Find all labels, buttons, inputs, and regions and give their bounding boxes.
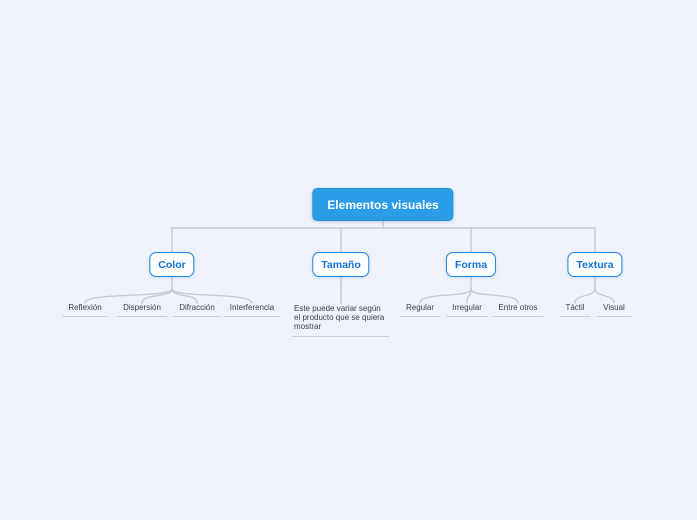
connector-color-leaf2 [141, 288, 173, 304]
connector-color-leaf3 [171, 288, 198, 304]
leaf-node-regular[interactable]: Regular [399, 303, 441, 317]
root-node-elementos-visuales[interactable]: Elementos visuales [312, 188, 454, 221]
leaf-node-visual[interactable]: Visual [597, 303, 631, 317]
leaf-node-interferencia[interactable]: Interferencia [223, 303, 281, 317]
branch-node-forma[interactable]: Forma [445, 252, 497, 277]
leaf-node-difraccion[interactable]: Difracción [173, 303, 221, 317]
connector-forma-leaf1 [419, 288, 472, 304]
connector-forma-leaf2 [466, 288, 472, 304]
leaf-node-reflexion[interactable]: Reflexión [62, 303, 108, 317]
leaf-node-tactil[interactable]: Táctil [559, 303, 591, 317]
branch-node-color[interactable]: Color [149, 252, 195, 277]
leaf-node-entre-otros[interactable]: Entre otros [492, 303, 544, 317]
branch-node-tamano[interactable]: Tamaño [312, 252, 370, 277]
branch-node-textura[interactable]: Textura [567, 252, 623, 277]
connector-color-leaf4 [171, 288, 253, 304]
leaf-node-tamano-description[interactable]: Este puede variar según el producto que … [292, 304, 389, 338]
leaf-node-dispersion[interactable]: Dispersión [117, 303, 167, 317]
leaf-node-irregular[interactable]: Irregular [446, 303, 488, 317]
connector-color-leaf1 [84, 288, 173, 304]
connector-forma-leaf3 [470, 288, 519, 304]
connector-textura-leaf2 [594, 288, 615, 304]
connector-textura-leaf1 [574, 288, 596, 304]
